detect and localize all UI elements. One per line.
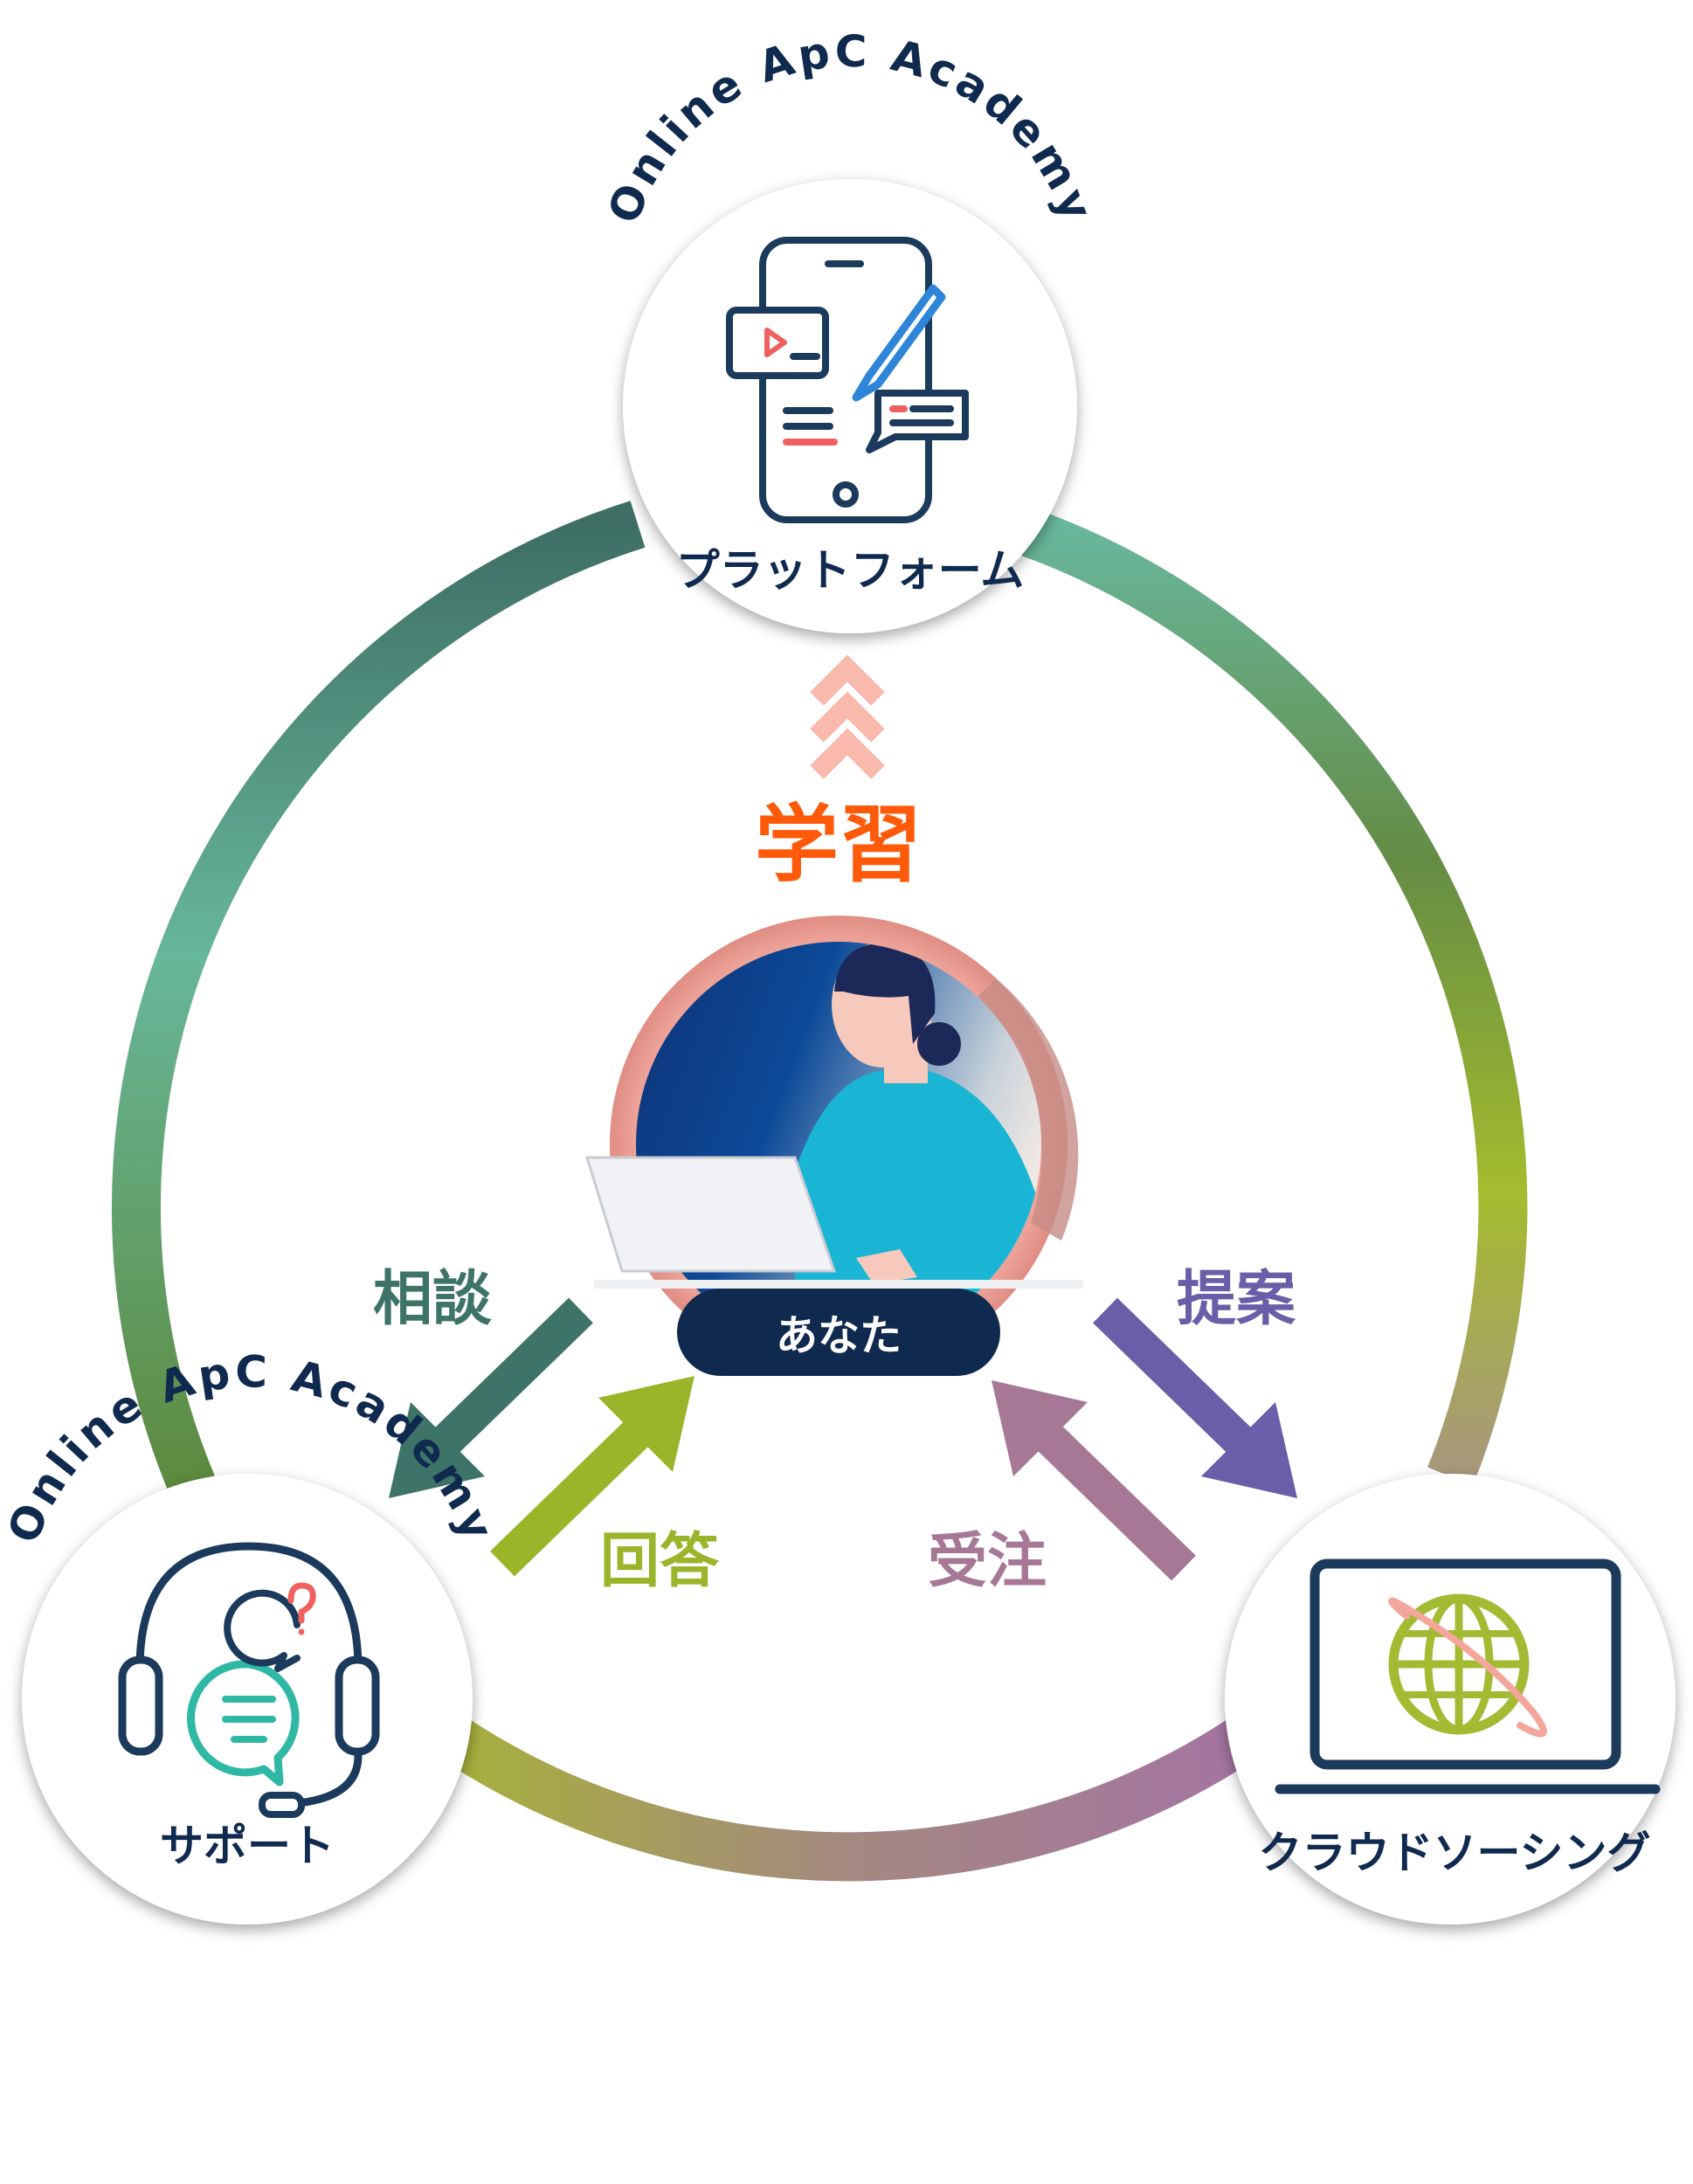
ring-segment-right: [997, 501, 1528, 1486]
smartphone-learning-icon: [726, 237, 969, 523]
order-arrow: [992, 1380, 1196, 1581]
learning-chevron-icon: [810, 654, 885, 779]
consult-arrow: [389, 1297, 593, 1498]
node-crowd: クラウドソーシング: [1225, 1474, 1676, 1925]
consult-label: 相談: [373, 1265, 492, 1334]
laptop-globe-icon: [1275, 1559, 1661, 1794]
crowd-label: クラウドソーシング: [1259, 1828, 1651, 1878]
propose-label: 提案: [1177, 1265, 1296, 1334]
cycle-ring: [111, 501, 1528, 1882]
node-platform: Online ApC Academy プラットフォーム: [598, 26, 1100, 633]
you-badge-label: あなた: [776, 1311, 902, 1360]
ring-segment-left: [111, 501, 646, 1495]
platform-label: プラットフォーム: [676, 545, 1025, 596]
answer-arrow: [490, 1376, 694, 1577]
headset-support-icon: [118, 1542, 380, 1818]
propose-arrow: [1093, 1297, 1297, 1498]
support-label: サポート: [160, 1821, 335, 1871]
node-support: Online ApC Academy サポート: [0, 1346, 501, 1925]
ring-segment-bottom: [440, 1713, 1263, 1882]
order-label: 受注: [928, 1527, 1047, 1596]
center-you: あなた: [584, 916, 1083, 1376]
learning-title: 学習: [755, 796, 923, 894]
person-illustration: [636, 942, 1041, 1347]
answer-label: 回答: [600, 1527, 720, 1596]
